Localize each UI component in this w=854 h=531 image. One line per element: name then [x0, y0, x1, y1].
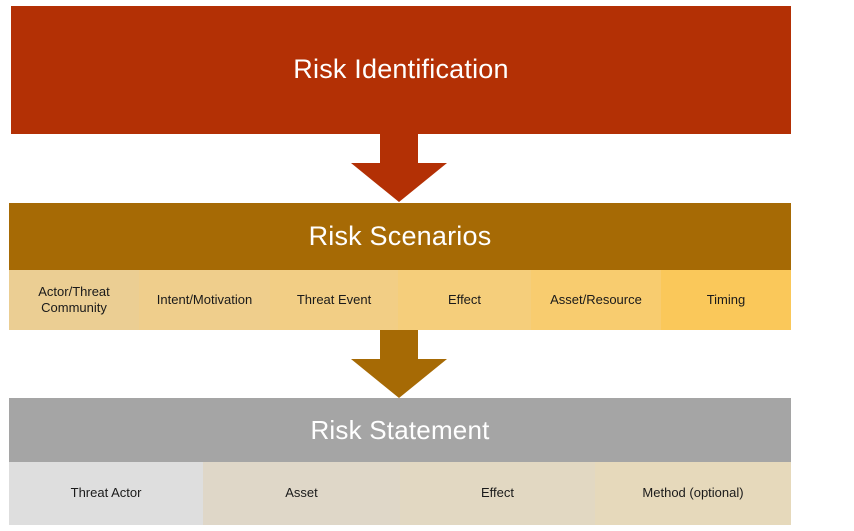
stage-risk-scenarios: Risk Scenarios Actor/Threat Community In…: [9, 203, 791, 330]
cell-effect-scenario[interactable]: Effect: [398, 270, 531, 330]
stage-risk-scenarios-title: Risk Scenarios: [308, 220, 492, 251]
stage-risk-statement-title: Risk Statement: [310, 414, 490, 445]
cell-label: Asset/Resource: [550, 291, 642, 307]
cell-actor-threat-community[interactable]: Actor/Threat Community: [9, 270, 140, 330]
stage-risk-identification-header: Risk Identification: [11, 6, 791, 134]
cell-label: Timing: [706, 291, 746, 307]
cell-label: Effect: [481, 485, 515, 501]
cell-label: Threat Actor: [70, 485, 142, 501]
cell-timing[interactable]: Timing: [660, 270, 791, 330]
stage-risk-identification-title: Risk Identification: [293, 54, 509, 85]
cell-threat-event[interactable]: Threat Event: [269, 270, 399, 330]
cell-intent-motivation[interactable]: Intent/Motivation: [139, 270, 270, 330]
cell-label: Asset: [285, 485, 318, 501]
down-arrow-icon: [351, 330, 447, 398]
cell-label: Actor/Threat Community: [38, 283, 110, 315]
arrow-identification-to-scenarios: [351, 134, 447, 202]
stage-risk-identification: Risk Identification: [11, 6, 791, 134]
cell-method-optional[interactable]: Method (optional): [595, 462, 791, 525]
cell-asset-resource[interactable]: Asset/Resource: [530, 270, 661, 330]
cell-label: Threat Event: [296, 291, 372, 307]
arrow-scenarios-to-statement: [351, 330, 447, 398]
stage-risk-statement-cells: Threat Actor Asset Effect Method (option…: [9, 462, 791, 525]
cell-threat-actor[interactable]: Threat Actor: [9, 462, 204, 525]
stage-risk-statement: Risk Statement Threat Actor Asset Effect…: [9, 398, 791, 525]
cell-effect-statement[interactable]: Effect: [400, 462, 596, 525]
stage-risk-scenarios-header: Risk Scenarios: [9, 203, 791, 270]
cell-asset[interactable]: Asset: [203, 462, 400, 525]
cell-label: Effect: [448, 291, 482, 307]
cell-label: Method (optional): [642, 485, 744, 501]
cell-label: Intent/Motivation: [156, 291, 253, 307]
stage-risk-statement-header: Risk Statement: [9, 398, 791, 462]
down-arrow-icon: [351, 134, 447, 202]
stage-risk-scenarios-cells: Actor/Threat Community Intent/Motivation…: [9, 270, 791, 330]
